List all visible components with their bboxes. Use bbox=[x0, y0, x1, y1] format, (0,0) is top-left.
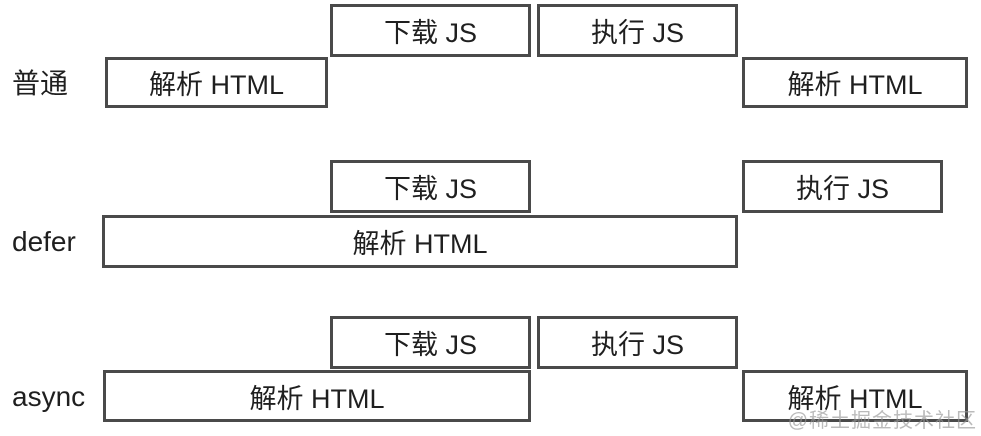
async-parse-html-first-box: 解析 HTML bbox=[103, 370, 531, 422]
async-download-js-box: 下载 JS bbox=[330, 316, 531, 369]
async-parse-html-second-box: 解析 HTML bbox=[742, 370, 968, 422]
normal-parse-html-first-box: 解析 HTML bbox=[105, 57, 328, 108]
async-execute-js-box: 执行 JS bbox=[537, 316, 738, 369]
normal-parse-html-second-box: 解析 HTML bbox=[742, 57, 968, 108]
row-label-async: async bbox=[12, 381, 86, 412]
juejin-watermark: @稀土掘金技术社区 bbox=[787, 410, 977, 432]
defer-execute-js-box: 执行 JS bbox=[742, 160, 943, 213]
row-label-normal: 普通 bbox=[12, 68, 69, 99]
row-label-defer: defer bbox=[12, 226, 76, 257]
defer-download-js-box: 下载 JS bbox=[330, 160, 531, 213]
defer-parse-html-box: 解析 HTML bbox=[102, 215, 738, 268]
normal-download-js-box: 下载 JS bbox=[330, 4, 531, 57]
normal-execute-js-box: 执行 JS bbox=[537, 4, 738, 57]
